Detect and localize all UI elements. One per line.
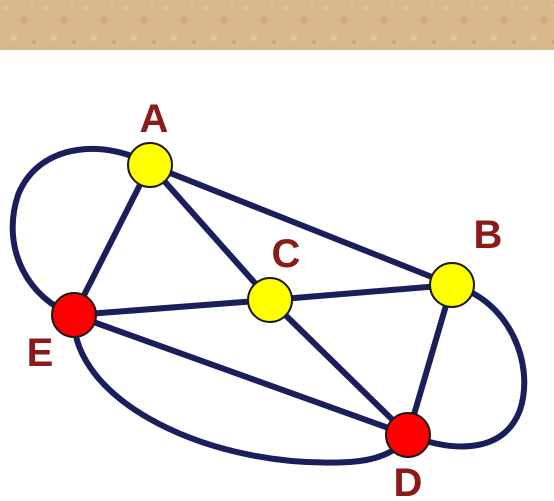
- vertex-label-c: C: [272, 232, 301, 276]
- vertex-a: [128, 143, 172, 187]
- vertex-d: [386, 413, 430, 457]
- edge-e-d: [74, 315, 408, 435]
- vertex-label-d: D: [394, 461, 423, 501]
- edge-a-e: [74, 165, 150, 315]
- vertex-label-e: E: [27, 331, 54, 375]
- parchment-banner: [0, 0, 554, 50]
- vertex-e: [52, 293, 96, 337]
- edge-e-c: [74, 300, 270, 315]
- edge-c-b: [270, 285, 452, 300]
- edge-a-c: [150, 165, 270, 300]
- edge-c-d: [270, 300, 408, 435]
- edge-a-b: [150, 165, 452, 285]
- vertex-b: [430, 263, 474, 307]
- nodes-layer: [52, 143, 474, 457]
- edge-b-d: [408, 285, 452, 435]
- vertex-label-a: A: [140, 97, 169, 141]
- vertex-label-b: B: [474, 213, 503, 257]
- vertex-c: [248, 278, 292, 322]
